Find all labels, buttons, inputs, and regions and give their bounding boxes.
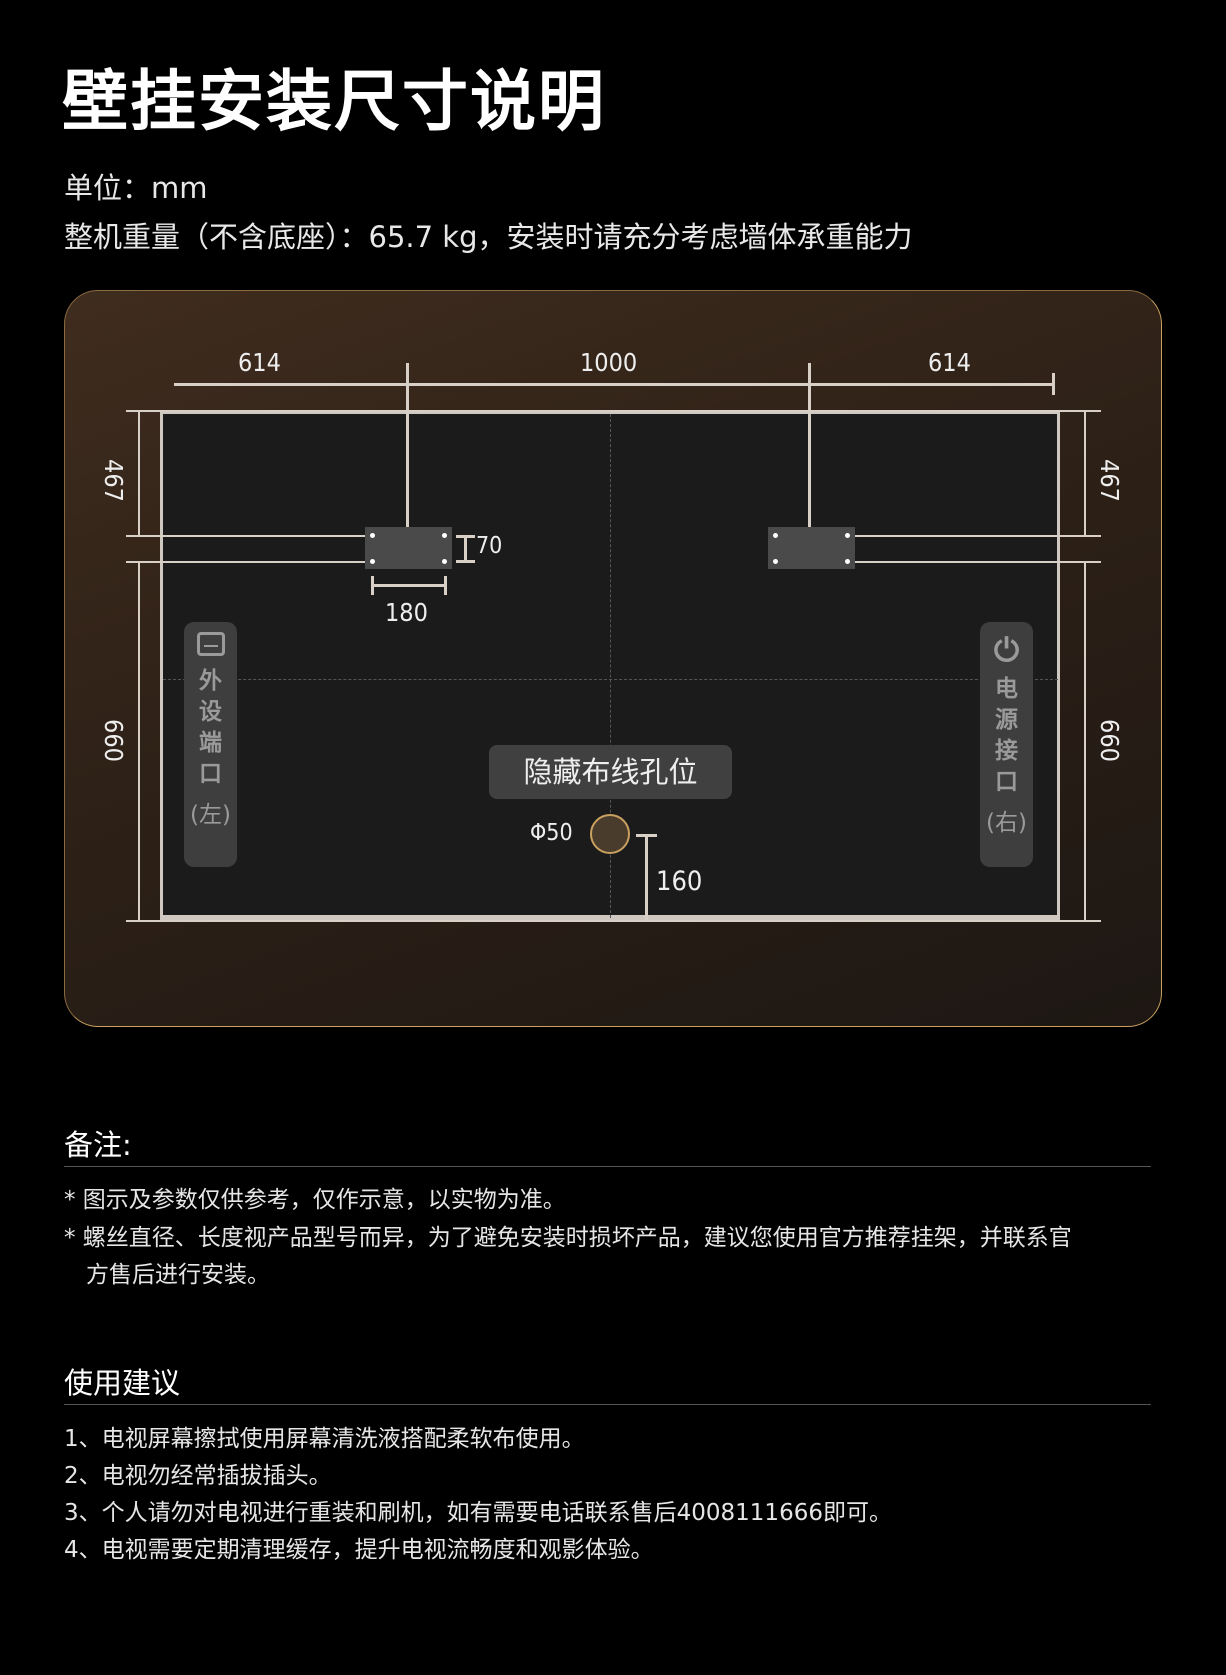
notes-heading: 备注: [64,1128,132,1162]
divider [64,1404,1151,1405]
tip-item: 1、电视屏幕擦拭使用屏幕清洗液搭配柔软布使用。 [64,1426,585,1452]
label-char: 源 [995,707,1018,733]
hole-offset-line [645,834,648,921]
dimension-tick [456,560,475,563]
dimension-tick [371,576,374,595]
width-dim-line [371,584,447,587]
dimension-tick [636,834,657,837]
power-port-label-right: ⏻ 电 源 接 口 (右) [980,622,1033,867]
note-item: * 图示及参数仅供参考，仅作示意，以实物为准。 [64,1187,566,1213]
label-char: 设 [199,699,222,725]
note-item: * 螺丝直径、长度视产品型号而异，为了避免安装时损坏产品，建议您使用官方推荐挂架… [64,1225,1072,1251]
unit-text: 单位：mm [64,171,208,205]
divider [64,1166,1151,1167]
dim-bracket-70: 70 [476,533,503,559]
tips-heading: 使用建议 [64,1366,181,1400]
dim-hole-offset: 160 [656,866,703,897]
bracket-line [855,561,1101,563]
dimension-tick [1052,373,1055,395]
dim-bracket-180: 180 [385,598,428,627]
dim-hole-diameter: Φ50 [530,820,573,846]
label-side: (右) [986,810,1027,836]
dim-left-467: 467 [98,459,128,502]
note-item-continued: 方售后进行安装。 [86,1262,270,1288]
dimension-tick [444,576,447,595]
bottom-edge-ext [126,920,1101,922]
right-dim-line [1084,561,1086,921]
dim-left-660: 660 [98,719,128,762]
top-edge-ext [126,410,1101,412]
left-dim-line [138,410,140,536]
vertical-centerline [610,414,611,918]
bracket-line [855,535,1101,537]
label-char: 外 [199,668,222,694]
tip-item: 4、电视需要定期清理缓存，提升电视流畅度和观影体验。 [64,1537,654,1563]
left-bracket-leader [406,363,409,529]
dim-right-660: 660 [1094,719,1124,762]
dim-center-1000: 1000 [580,348,638,377]
tip-item: 2、电视勿经常插拔插头。 [64,1463,332,1489]
label-char: 端 [199,730,222,756]
label-char: 电 [995,676,1018,702]
left-wall-bracket [365,527,452,569]
label-side: (左) [190,802,231,828]
dim-right-614: 614 [928,348,971,377]
dim-left-614: 614 [238,348,281,377]
top-dimension-line [174,383,1054,386]
ethernet-port-icon [196,632,225,656]
page-title: 壁挂安装尺寸说明 [62,63,606,140]
height-dim-line [464,535,467,563]
bracket-line [126,535,366,537]
weight-text: 整机重量（不含底座）：65.7 kg，安装时请充分考虑墙体承重能力 [64,220,913,254]
left-dim-line [138,561,140,921]
cable-hole-circle [590,814,630,854]
label-char: 口 [199,761,222,787]
right-dim-line [1084,410,1086,536]
bracket-line [126,561,366,563]
label-char: 接 [995,738,1018,764]
dimension-tick [456,535,475,538]
tip-item: 3、个人请勿对电视进行重装和刷机，如有需要电话联系售后4008111666即可。 [64,1500,892,1526]
dim-right-467: 467 [1094,459,1124,502]
power-icon: ⏻ [993,631,1020,669]
label-char: 口 [995,769,1018,795]
right-wall-bracket [768,527,855,569]
right-bracket-leader [808,363,811,529]
peripheral-port-label-left: 外 设 端 口 (左) [184,622,237,867]
hidden-cable-hole-label: 隐藏布线孔位 [489,745,732,799]
